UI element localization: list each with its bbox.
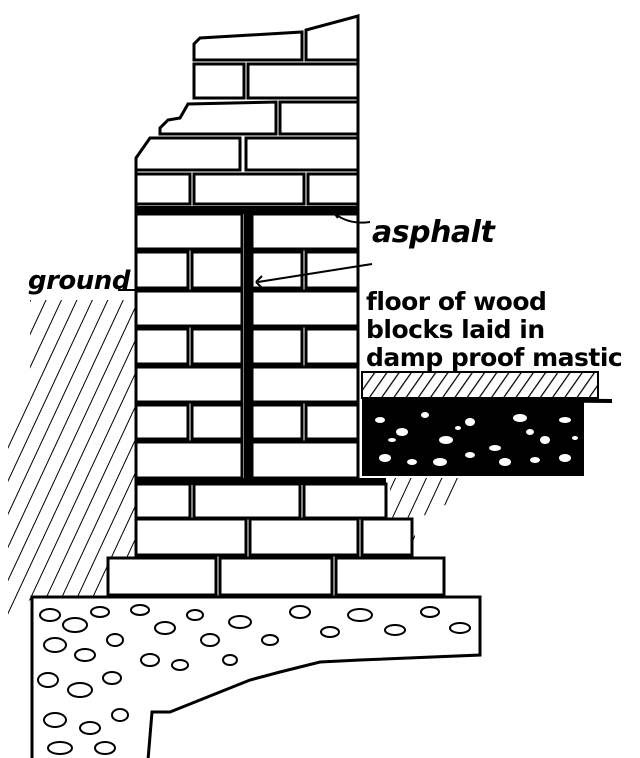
ground-label: ground xyxy=(28,266,130,296)
concrete-slab xyxy=(362,400,584,476)
leader-lines xyxy=(118,207,373,291)
wall-outline xyxy=(134,16,360,558)
asphalt-label: asphalt xyxy=(372,215,495,250)
ground-hatching xyxy=(8,300,138,620)
floor-label: floor of wood blocks laid in damp proof … xyxy=(366,287,623,372)
brick-step-course xyxy=(134,482,414,557)
wood-block-floor xyxy=(361,371,613,403)
brick-footing-course xyxy=(106,556,446,597)
floor-label-line-2: blocks laid in xyxy=(366,315,545,344)
floor-label-line-1: floor of wood xyxy=(366,287,547,316)
asphalt-dpc xyxy=(136,206,386,485)
concrete-footing xyxy=(30,595,482,758)
floor-label-line-3: damp proof mastic xyxy=(366,343,623,372)
